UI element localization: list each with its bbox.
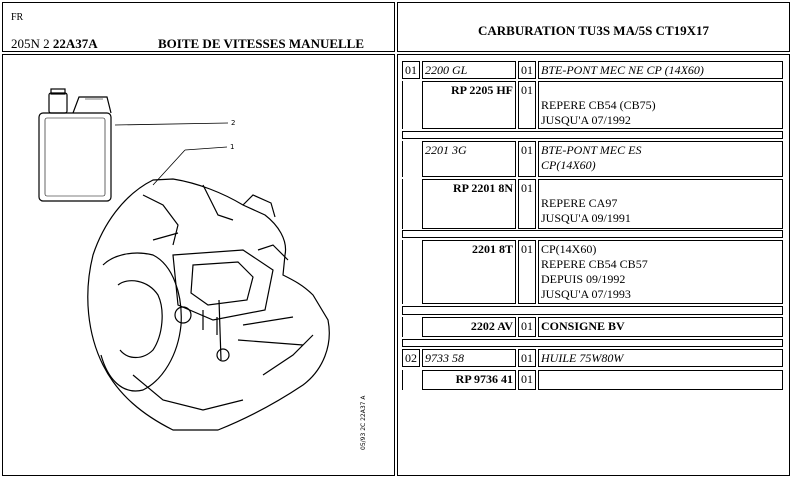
row-ref: RP 2201 8N	[422, 179, 516, 229]
desc-line: BTE-PONT MEC NE CP (14X60)	[541, 63, 704, 77]
desc-line	[541, 181, 780, 196]
row-ref: RP 9736 41	[422, 370, 516, 390]
oil-can-drawing	[38, 88, 112, 202]
row-separator	[402, 339, 783, 347]
header-left-panel: FR 205N 2 22A37A BOITE DE VITESSES MANUE…	[2, 2, 395, 52]
desc-line: REPERE CB54 (CB75)	[541, 98, 656, 112]
desc-line: REPERE CA97	[541, 196, 618, 210]
row-desc: CONSIGNE BV	[538, 317, 783, 337]
code-prefix: 205N 2	[11, 36, 50, 51]
code-bold: 22A37A	[52, 36, 98, 51]
row-qty	[402, 317, 420, 337]
row-qty: 02	[402, 349, 420, 367]
row-qty2: 01	[518, 179, 536, 229]
desc-line: HUILE 75W80W	[541, 351, 624, 365]
page-subtitle: BOITE DE VITESSES MANUELLE	[158, 36, 365, 51]
row-qty	[402, 179, 420, 229]
desc-line	[541, 83, 780, 98]
row-ref: 2201 3G	[422, 141, 516, 177]
row-qty	[402, 81, 420, 129]
callout-1: 1	[230, 143, 234, 151]
row-qty: 01	[402, 61, 420, 79]
row-ref: 2200 GL	[422, 61, 516, 79]
desc-line: JUSQU'A 09/1991	[541, 211, 631, 225]
row-qty	[402, 141, 420, 177]
row-qty2: 01	[518, 61, 536, 79]
desc-line: DEPUIS 09/1992	[541, 272, 626, 286]
gearbox-illustration: 2 1 05/93 2C 22A37 A	[38, 88, 367, 450]
row-separator	[402, 230, 783, 238]
row-desc: BTE-PONT MEC NE CP (14X60)	[538, 61, 783, 79]
row-ref: RP 2205 HF	[422, 81, 516, 129]
row-desc: REPERE CB54 (CB75)JUSQU'A 07/1992	[538, 81, 783, 129]
callout-2: 2	[231, 119, 235, 127]
row-separator	[402, 131, 783, 139]
side-code: 05/93 2C 22A37 A	[360, 395, 367, 450]
row-qty2: 01	[518, 370, 536, 390]
desc-line: JUSQU'A 07/1993	[541, 287, 631, 301]
row-qty2: 01	[518, 349, 536, 367]
language-code: FR	[11, 12, 24, 23]
desc-line	[541, 372, 780, 387]
desc-line: CONSIGNE BV	[541, 319, 625, 333]
row-separator	[402, 306, 783, 315]
gearbox-drawing	[87, 178, 330, 431]
header-right-panel: CARBURATION TU3S MA/5S CT19X17	[397, 2, 790, 52]
row-qty2: 01	[518, 317, 536, 337]
desc-line: REPERE CB54 CB57	[541, 257, 648, 271]
row-ref: 2201 8T	[422, 240, 516, 304]
row-ref: 2202 AV	[422, 317, 516, 337]
row-qty	[402, 370, 420, 390]
row-qty2: 01	[518, 240, 536, 304]
desc-line: BTE-PONT MEC ES	[541, 143, 642, 157]
desc-line: JUSQU'A 07/1992	[541, 113, 631, 127]
part-group-code: 205N 2 22A37A	[11, 36, 98, 52]
desc-line: CP(14X60)	[541, 242, 597, 256]
page-title: CARBURATION TU3S MA/5S CT19X17	[477, 23, 710, 38]
row-desc: HUILE 75W80W	[538, 349, 783, 367]
row-qty2: 01	[518, 141, 536, 177]
row-desc	[538, 370, 783, 390]
illustration-panel: 2 1 05/93 2C 22A37 A	[2, 54, 395, 476]
row-ref: 9733 58	[422, 349, 516, 367]
desc-line: CP(14X60)	[541, 158, 596, 172]
row-qty2: 01	[518, 81, 536, 129]
row-qty	[402, 240, 420, 304]
